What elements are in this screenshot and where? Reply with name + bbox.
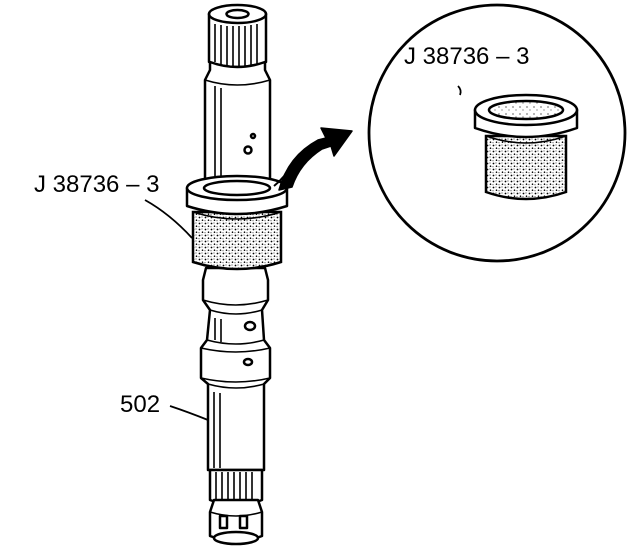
tool-detail-label: J 38736 – 3 [404, 43, 529, 70]
detail-tool-leader [457, 85, 462, 96]
installed-tool [185, 164, 293, 271]
shaft-top-spline [207, 3, 268, 69]
shaft-lower-body [199, 266, 272, 472]
shaft-bottom-end [208, 498, 264, 546]
main-shaft [199, 3, 272, 546]
shaft-part-leader [169, 405, 209, 421]
transfer-arrow [278, 127, 353, 191]
detail-tool [473, 93, 579, 201]
tool-main-label: J 38736 – 3 [34, 171, 159, 198]
detail-view [367, 3, 627, 263]
shaft-part-label: 502 [120, 391, 160, 418]
tool-main-leader [144, 199, 193, 239]
shaft-upper-body [203, 60, 272, 192]
